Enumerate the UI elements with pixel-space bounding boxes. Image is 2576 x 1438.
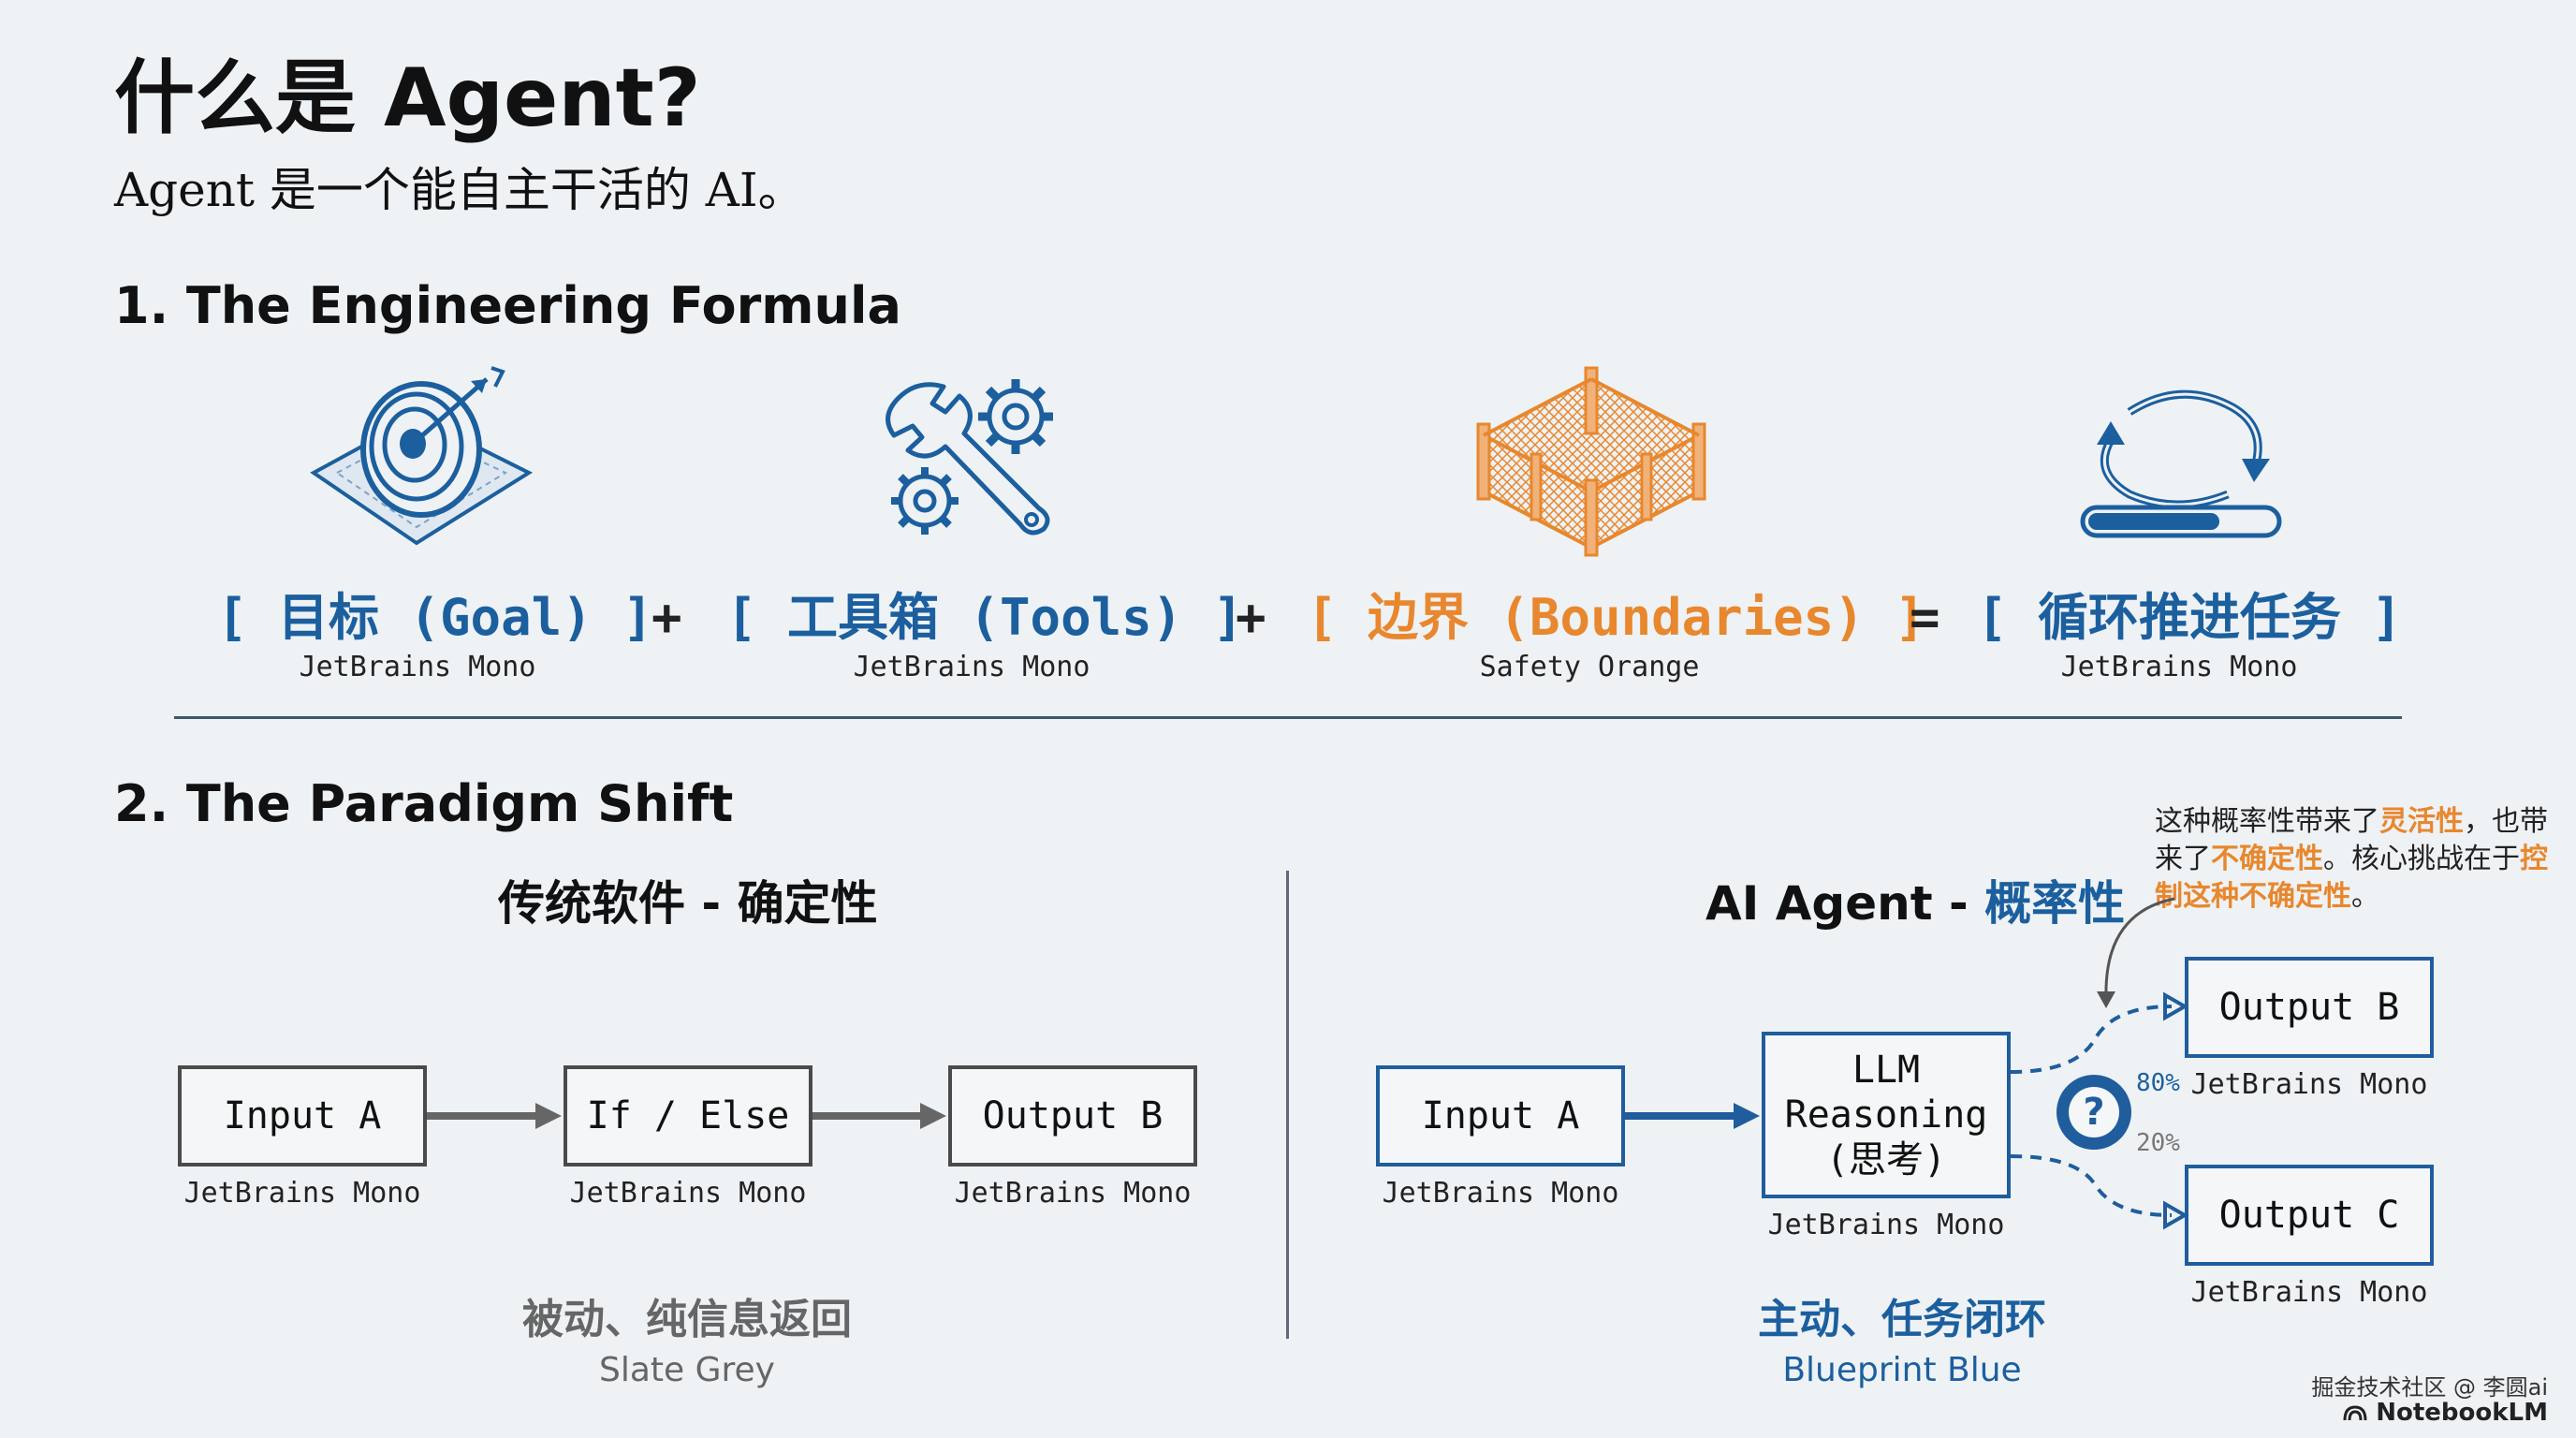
watermark-notebooklm: NotebookLM bbox=[2343, 1401, 2548, 1425]
caption-tools: JetBrains Mono bbox=[853, 651, 1090, 683]
right-output-c-caption: JetBrains Mono bbox=[2190, 1276, 2428, 1309]
left-input-box: Input A bbox=[178, 1065, 427, 1167]
right-footer-sub: Blueprint Blue bbox=[1782, 1351, 2022, 1389]
prob-80: 80% bbox=[2136, 1069, 2180, 1097]
left-ifelse-caption: JetBrains Mono bbox=[569, 1177, 807, 1210]
loop-progress-icon bbox=[2080, 389, 2282, 538]
right-column-heading: AI Agent - 概率性 bbox=[1705, 880, 2125, 927]
left-arrow-2 bbox=[812, 1103, 946, 1129]
left-output-box: Output B bbox=[948, 1065, 1197, 1167]
note-text-1: 这种概率性带来了 bbox=[2155, 805, 2379, 838]
note-text-2: ，也带来了 bbox=[2155, 805, 2548, 875]
section-divider bbox=[174, 716, 2402, 719]
section-heading-formula: 1. The Engineering Formula bbox=[114, 276, 901, 335]
right-output-b-box: Output B bbox=[2185, 957, 2434, 1058]
left-ifelse-box: If / Else bbox=[564, 1065, 812, 1167]
right-footer-label: 主动、任务闭环 bbox=[1758, 1296, 2046, 1343]
caption-result: JetBrains Mono bbox=[2060, 651, 2298, 683]
right-heading-accent: 概率性 bbox=[1984, 876, 2126, 931]
note-highlight-uncertainty: 不确定性 bbox=[2211, 843, 2323, 875]
llm-reasoning-box: LLM Reasoning (思考) bbox=[1762, 1032, 2011, 1198]
tools-icon bbox=[886, 379, 1053, 536]
formula-plus-2: + bbox=[1236, 588, 1266, 647]
left-footer-label: 被动、纯信息返回 bbox=[522, 1296, 852, 1343]
page-subtitle: Agent 是一个能自主干活的 AI。 bbox=[114, 163, 805, 217]
llm-line-2: Reasoning bbox=[1784, 1093, 1988, 1137]
formula-result: [ 循环推进任务 ] bbox=[1977, 588, 2403, 647]
right-heading-main: AI Agent - bbox=[1705, 876, 1985, 931]
section-heading-paradigm: 2. The Paradigm Shift bbox=[114, 774, 734, 833]
page-title: 什么是 Agent? bbox=[114, 51, 701, 145]
branch-arrows bbox=[2011, 991, 2188, 1230]
prob-20: 20% bbox=[2136, 1129, 2180, 1157]
note-text-3: 。核心挑战在于 bbox=[2323, 843, 2520, 875]
left-column-heading: 传统软件 - 确定性 bbox=[498, 876, 878, 931]
left-input-caption: JetBrains Mono bbox=[183, 1177, 421, 1210]
formula-equals: = bbox=[1910, 588, 1940, 647]
caption-goal: JetBrains Mono bbox=[299, 651, 536, 683]
formula-boundaries: [ 边界 (Boundaries) ] bbox=[1307, 588, 1925, 647]
llm-caption: JetBrains Mono bbox=[1767, 1209, 2005, 1241]
left-footer-sub: Slate Grey bbox=[599, 1351, 775, 1389]
watermark-notebooklm-text: NotebookLM bbox=[2376, 1399, 2548, 1427]
formula-plus-1: + bbox=[651, 588, 682, 647]
left-output-caption: JetBrains Mono bbox=[954, 1177, 1192, 1210]
watermark-community: 掘金技术社区 @ 李圆ai bbox=[2311, 1374, 2548, 1401]
note-pointer-arrow bbox=[2097, 897, 2175, 1008]
notebooklm-logo-icon bbox=[2343, 1405, 2367, 1421]
formula-tools: [ 工具箱 (Tools) ] bbox=[726, 588, 1244, 647]
llm-line-1: LLM bbox=[1852, 1049, 1921, 1092]
note-text-4: 。 bbox=[2351, 880, 2379, 913]
question-icon bbox=[2056, 1075, 2131, 1150]
formula-goal: [ 目标 (Goal) ] bbox=[217, 588, 653, 647]
boundary-fence-icon bbox=[1476, 366, 1706, 557]
caption-boundaries: Safety Orange bbox=[1479, 651, 1700, 683]
right-output-b-caption: JetBrains Mono bbox=[2190, 1068, 2428, 1101]
right-input-box: Input A bbox=[1376, 1065, 1625, 1167]
right-arrow-main bbox=[1625, 1103, 1760, 1129]
column-divider bbox=[1286, 871, 1289, 1339]
target-icon bbox=[310, 366, 534, 546]
question-mark: ? bbox=[2083, 1091, 2105, 1134]
note-highlight-flexibility: 灵活性 bbox=[2379, 805, 2464, 838]
left-arrow-1 bbox=[427, 1103, 562, 1129]
note-highlight-control: 控制这种不确定性 bbox=[2155, 843, 2548, 913]
llm-line-3: (思考) bbox=[1825, 1138, 1947, 1181]
right-output-c-box: Output C bbox=[2185, 1165, 2434, 1266]
annotation-note: 这种概率性带来了灵活性，也带来了不确定性。核心挑战在于控制这种不确定性。 bbox=[2155, 803, 2567, 916]
right-input-caption: JetBrains Mono bbox=[1382, 1177, 1619, 1210]
